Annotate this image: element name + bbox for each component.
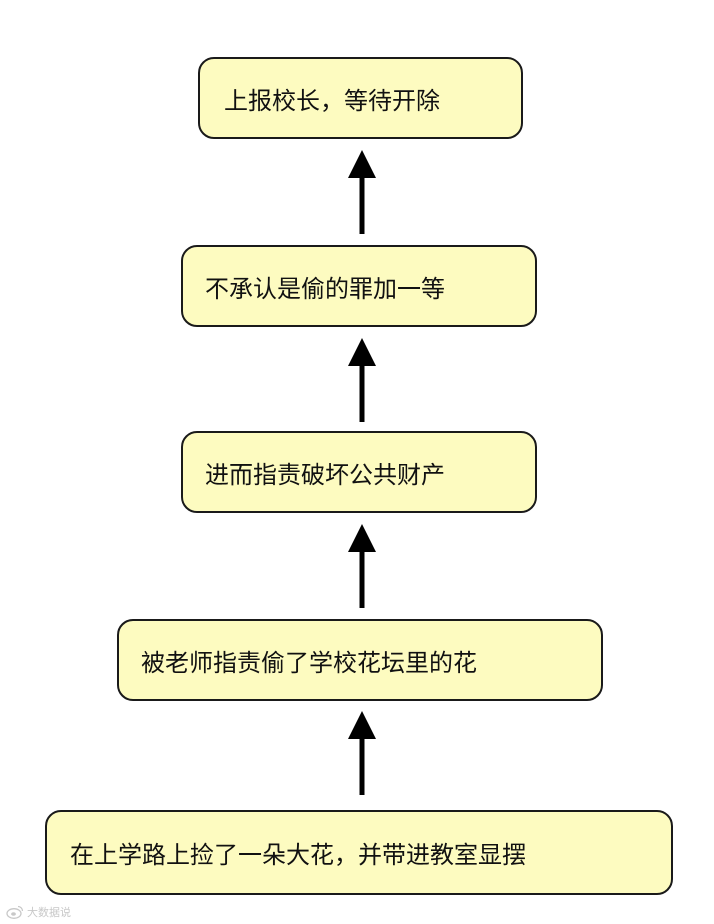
flow-node-found-flower: 在上学路上捡了一朵大花，并带进教室显摆 [45, 810, 673, 895]
watermark: 大数据说 [6, 904, 71, 920]
flow-node-label: 被老师指责偷了学校花坛里的花 [141, 648, 477, 677]
flow-node-deny: 不承认是偷的罪加一等 [181, 245, 537, 327]
up-arrow-icon [348, 711, 376, 795]
up-arrow-icon [348, 338, 376, 422]
up-arrow-icon [348, 150, 376, 234]
flow-node-property-damage: 进而指责破坏公共财产 [181, 431, 537, 513]
flow-node-expel: 上报校长，等待开除 [198, 57, 523, 139]
weibo-icon [6, 905, 24, 919]
flow-node-label: 不承认是偷的罪加一等 [205, 274, 445, 303]
watermark-text: 大数据说 [27, 906, 71, 919]
flow-node-label: 进而指责破坏公共财产 [205, 460, 445, 489]
flow-node-label: 在上学路上捡了一朵大花，并带进教室显摆 [70, 841, 526, 869]
up-arrow-icon [348, 524, 376, 608]
flow-node-accused: 被老师指责偷了学校花坛里的花 [117, 619, 603, 701]
flow-node-label: 上报校长，等待开除 [224, 86, 440, 115]
